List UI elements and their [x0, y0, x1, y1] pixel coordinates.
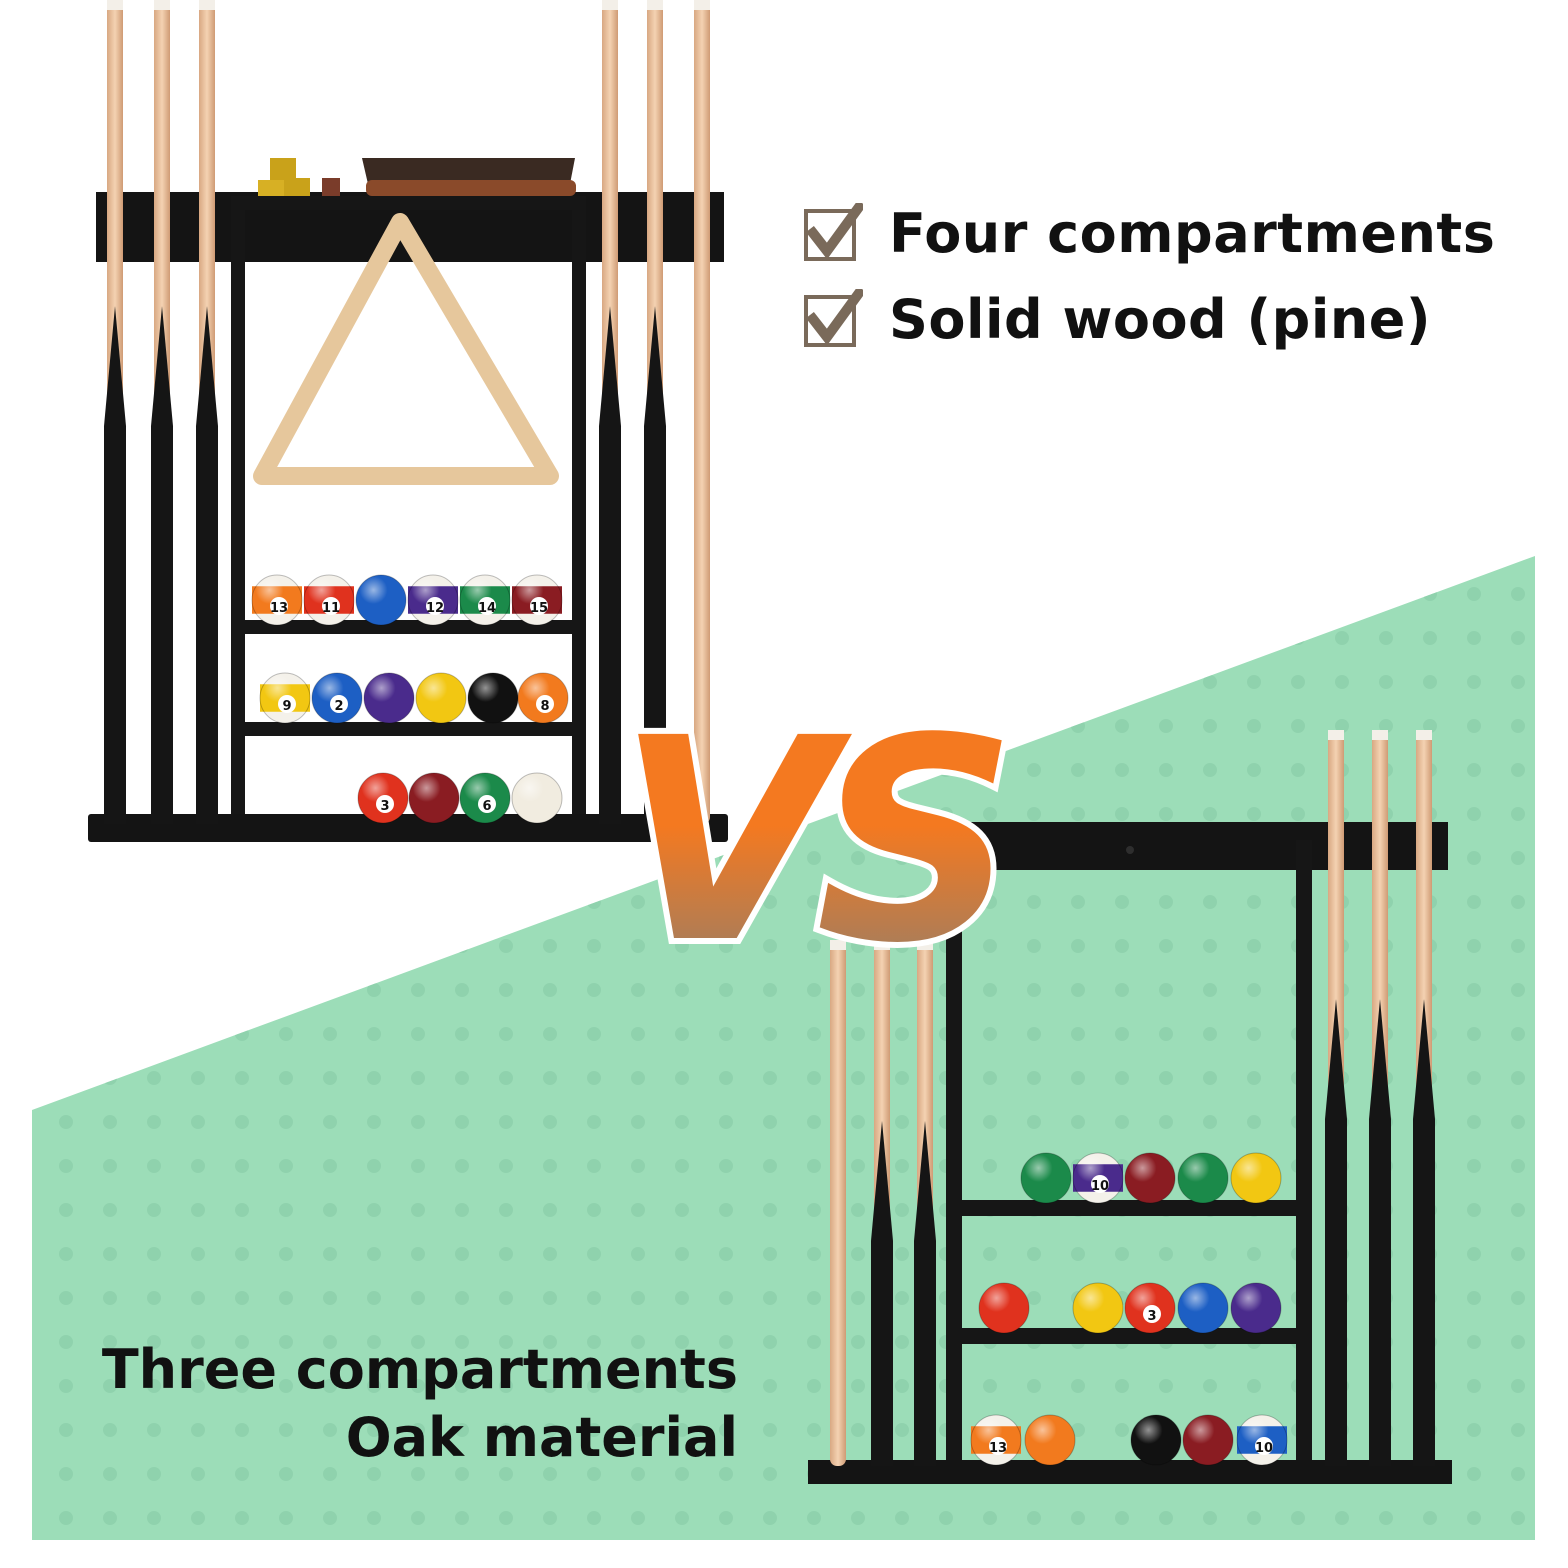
billiard-ball: [511, 772, 563, 824]
billiard-ball: 15: [511, 574, 563, 626]
svg-text:10: 10: [1255, 1441, 1273, 1456]
pool-cue: [196, 0, 218, 825]
billiard-ball: [1177, 1152, 1229, 1204]
bottom-cue-rack: 10 3 13 10: [808, 730, 1452, 1484]
feature-row: Four compartments: [803, 190, 1495, 276]
pool-cue: [104, 0, 126, 825]
svg-text:12: 12: [426, 601, 444, 616]
ball-triangle-rack: [253, 213, 559, 485]
billiard-ball: [408, 772, 460, 824]
top-rack-cues: [104, 0, 710, 825]
top-rack-balls: 13 11 12 14 15 9 2 8 3 6: [251, 574, 569, 824]
checkbox-checked-icon: [804, 289, 863, 347]
billiard-ball: [1072, 1282, 1124, 1334]
svg-text:13: 13: [989, 1441, 1007, 1456]
billiard-ball: 14: [459, 574, 511, 626]
pool-cue: [151, 0, 173, 825]
checkbox-checked-icon: [804, 203, 863, 261]
feature-label: Oak material: [345, 1406, 738, 1469]
billiard-ball: [363, 672, 415, 724]
svg-text:6: 6: [482, 799, 491, 814]
bottom-feature-list: Three compartments Oak material: [102, 1336, 738, 1472]
billiard-ball: [1230, 1282, 1282, 1334]
billiard-ball: [1020, 1152, 1072, 1204]
billiard-ball: [1230, 1152, 1282, 1204]
billiard-ball: 2: [311, 672, 363, 724]
svg-text:8: 8: [540, 699, 549, 714]
svg-text:3: 3: [380, 799, 389, 814]
svg-text:13: 13: [270, 601, 288, 616]
svg-text:10: 10: [1091, 1179, 1109, 1194]
billiard-ball: [355, 574, 407, 626]
pool-cue: [1325, 730, 1347, 1466]
pool-cue: [830, 940, 846, 1466]
pool-cue: [694, 0, 710, 824]
billiard-ball: [1182, 1414, 1234, 1466]
bottom-rack-balls: 10 3 13 10: [970, 1152, 1288, 1466]
vs-badge: VS: [611, 673, 1028, 1011]
svg-text:2: 2: [334, 699, 343, 714]
billiard-ball: 10: [1236, 1414, 1288, 1466]
feature-row: Solid wood (pine): [803, 276, 1495, 362]
bottom-rack-cues: [830, 730, 1435, 1466]
pool-cue: [1413, 730, 1435, 1466]
feature-label: Four compartments: [889, 201, 1496, 265]
billiard-ball: 3: [357, 772, 409, 824]
billiard-ball: 6: [459, 772, 511, 824]
billiard-ball: 13: [970, 1414, 1022, 1466]
top-cue-rack: 13 11 12 14 15 9 2 8 3 6: [88, 0, 728, 842]
svg-text:15: 15: [530, 601, 548, 616]
billiard-ball: [1130, 1414, 1182, 1466]
pool-cue: [644, 0, 666, 825]
pool-cue: [914, 940, 936, 1466]
feature-label: Solid wood (pine): [889, 287, 1432, 351]
billiard-ball: 13: [251, 574, 303, 626]
billiard-ball: [467, 672, 519, 724]
billiard-ball: 12: [407, 574, 459, 626]
billiard-ball: 10: [1072, 1152, 1124, 1204]
pool-cue: [871, 940, 893, 1466]
billiard-ball: 3: [1124, 1282, 1176, 1334]
svg-text:3: 3: [1147, 1309, 1156, 1324]
svg-text:11: 11: [322, 601, 340, 616]
svg-text:9: 9: [282, 699, 291, 714]
billiard-ball: [1177, 1282, 1229, 1334]
svg-text:14: 14: [478, 601, 496, 616]
pool-cue: [1369, 730, 1391, 1466]
billiard-ball: [1124, 1152, 1176, 1204]
table-brush: [362, 158, 576, 196]
pool-cue: [599, 0, 621, 825]
billiard-ball: [415, 672, 467, 724]
vs-badge-text: VS: [617, 679, 1004, 1005]
feature-label: Three compartments: [101, 1338, 738, 1401]
top-feature-list: Four compartments Solid wood (pine): [803, 190, 1495, 362]
billiard-ball: [978, 1282, 1030, 1334]
billiard-ball: 9: [259, 672, 311, 724]
billiard-ball: 8: [517, 672, 569, 724]
chalk-cubes: [258, 158, 340, 198]
billiard-ball: 11: [303, 574, 355, 626]
billiard-ball: [1024, 1414, 1076, 1466]
